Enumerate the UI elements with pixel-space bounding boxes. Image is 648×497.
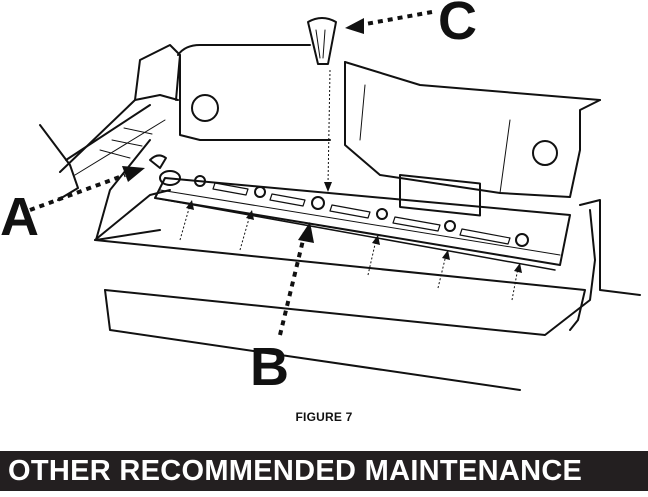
- left-bracket: [39, 44, 181, 241]
- clip-part: [149, 154, 167, 169]
- flow-arrowheads: [186, 182, 522, 273]
- burner-assembly-illustration: [29, 10, 641, 391]
- callout-label-b: B: [250, 337, 289, 397]
- section-header: OTHER RECOMMENDED MAINTENANCE: [0, 451, 648, 491]
- flow-indicators: [179, 69, 519, 301]
- callout-leaders: [29, 10, 433, 336]
- upper-housing: [177, 44, 601, 217]
- callout-label-c: C: [438, 0, 477, 51]
- burner-bar: [154, 170, 571, 271]
- orifice-insert: [307, 17, 337, 65]
- burner-tray: [94, 189, 641, 391]
- callout-label-a: A: [0, 187, 39, 247]
- callout-arrowheads: [122, 18, 364, 243]
- figure-caption: FIGURE 7: [295, 410, 353, 424]
